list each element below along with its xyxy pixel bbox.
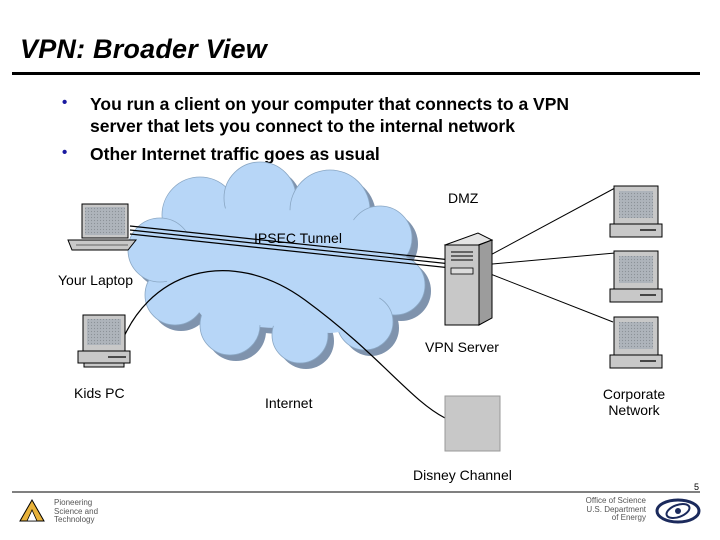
argonne-triangle-logo — [19, 498, 45, 522]
corporate-pc-icon-3 — [609, 316, 663, 369]
corporate-network-label: Corporate Network — [594, 386, 674, 418]
corporate-pc-icon-1 — [609, 185, 663, 238]
slide-title: VPN: Broader View — [20, 34, 267, 64]
ipsec-tunnel-line — [129, 225, 471, 271]
dmz-label: DMZ — [448, 190, 479, 206]
corporate-network-label-line1: Corporate — [602, 386, 666, 402]
ipsec-tunnel-label: IPSEC Tunnel — [254, 230, 342, 246]
vpn-server-icon — [443, 232, 494, 326]
footer-right-line: of Energy — [611, 513, 646, 522]
disney-channel-server-icon — [444, 395, 501, 452]
footer-left-line: Pioneering — [54, 498, 93, 507]
bullet-2-text: Other Internet traffic goes as usual — [90, 144, 380, 164]
footer-left-line: Science and — [54, 506, 99, 516]
footer-right-line: U.S. Department — [586, 504, 646, 514]
kids-pc-icon — [77, 314, 131, 368]
footer-left-text: Pioneering Science and Technology — [54, 498, 99, 525]
internet-cloud — [127, 161, 426, 364]
your-laptop-label: Your Laptop — [58, 272, 133, 288]
doe-office-of-science-logo — [655, 497, 701, 525]
bullet-marker: • — [62, 94, 68, 111]
bullet-marker: • — [62, 144, 68, 161]
disney-channel-label: Disney Channel — [413, 467, 512, 483]
corporate-network-label-line2: Network — [608, 402, 660, 418]
corporate-pc-icon-2 — [609, 250, 663, 303]
footer-right-text: Office of Science U.S. Department of Ene… — [585, 496, 646, 523]
bullet-1-text: You run a client on your computer that c… — [90, 94, 570, 114]
kids-pc-label: Kids PC — [74, 385, 125, 401]
laptop-icon — [67, 203, 138, 251]
footer-right-line: Office of Science — [585, 496, 646, 505]
corporate-links — [469, 187, 616, 323]
vpn-server-label: VPN Server — [425, 339, 499, 355]
internet-label: Internet — [265, 395, 313, 411]
page-number: 5 — [694, 482, 700, 492]
bullet-1-text-line2: server that lets you connect to the inte… — [90, 116, 515, 136]
internet-traffic-curve — [117, 270, 446, 419]
footer-left-line: Technology — [54, 515, 95, 524]
title-underline — [12, 72, 700, 75]
